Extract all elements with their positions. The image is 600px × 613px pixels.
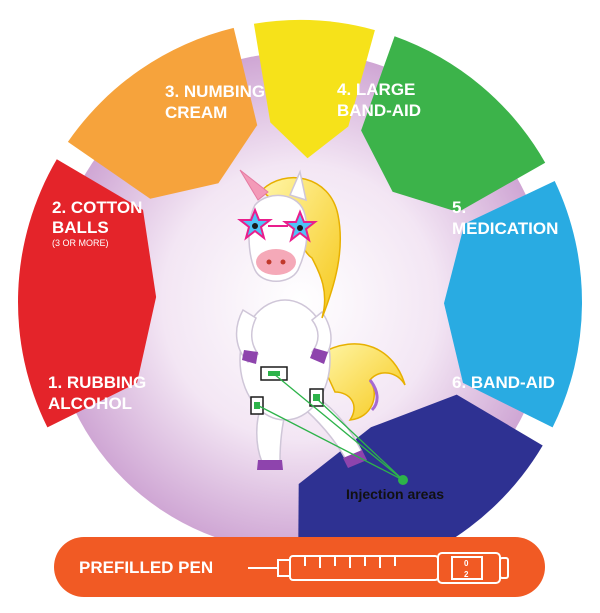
- unicorn-hoof-left: [257, 460, 283, 470]
- unicorn-tail: [317, 343, 406, 421]
- segment-label-large-band-aid-line2: BAND-AID: [337, 101, 421, 120]
- segment-label-medication-line2: MEDICATION: [452, 219, 558, 238]
- unicorn-hoof-right: [343, 450, 367, 468]
- prefilled-pen-icon: [248, 552, 509, 584]
- segment-label-band-aid: 6. BAND-AID: [452, 373, 555, 392]
- segment-label-numbing-cream-line2: CREAM: [165, 103, 227, 122]
- star-glasses-icon: [237, 207, 318, 243]
- segment-label-medication-line1: 5.: [452, 198, 466, 217]
- pen-bar-background: [54, 537, 545, 597]
- unicorn-illustration: [235, 169, 406, 470]
- segment-label-cotton-balls-line1: 2. COTTON: [52, 198, 142, 217]
- segment-numbing-cream: [253, 19, 375, 159]
- segment-labels: 1. RUBBING ALCOHOL 2. COTTON BALLS (3 OR…: [48, 80, 558, 413]
- segment-label-rubbing-alcohol-line1: 1. RUBBING: [48, 373, 146, 392]
- prefilled-pen-bar: PREFILLED PEN 0 2: [54, 537, 545, 597]
- segment-large-band-aid: [361, 36, 546, 213]
- pen-dial-top: 0: [464, 559, 469, 568]
- segment-cotton-balls: [67, 27, 258, 199]
- segment-label-rubbing-alcohol-line2: ALCOHOL: [48, 394, 132, 413]
- segments-layer: [18, 19, 582, 585]
- unicorn-horn: [239, 169, 269, 201]
- injection-markers: [250, 366, 408, 485]
- unicorn-snout: [256, 249, 296, 275]
- pen-label: PREFILLED PEN: [79, 558, 213, 577]
- segment-label-cotton-balls-line2: BALLS: [52, 218, 109, 237]
- segment-rubbing-alcohol: [18, 159, 157, 428]
- segment-label-large-band-aid-line1: 4. LARGE: [337, 80, 415, 99]
- pen-dial-bottom: 2: [464, 570, 469, 579]
- segment-band-aid: [298, 394, 543, 585]
- injection-callout-dot: [398, 475, 408, 485]
- injection-areas-label: Injection areas: [346, 486, 444, 502]
- segment-label-numbing-cream-line1: 3. NUMBING: [165, 82, 265, 101]
- segment-note-cotton-balls: (3 OR MORE): [52, 238, 109, 248]
- segment-medication: [444, 181, 582, 428]
